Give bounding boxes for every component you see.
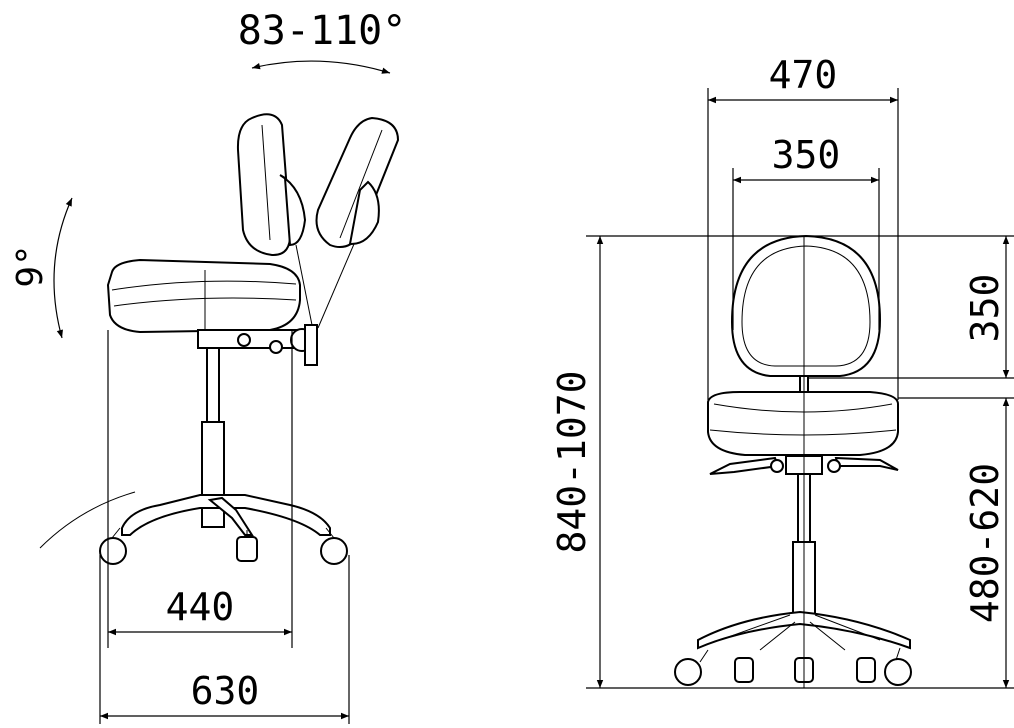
backrest-angle-dimension: 83-110° bbox=[238, 8, 407, 74]
inner-width-dimension: 350 bbox=[732, 133, 880, 330]
seat-height-dimension: 480-620 bbox=[963, 398, 1010, 688]
base-width-dimension: 630 bbox=[99, 555, 350, 724]
front-view: 470 350 840-1070 350 480-620 bbox=[550, 53, 1014, 689]
backrest-height-dimension: 350 bbox=[963, 236, 1010, 378]
outer-width-dimension: 470 bbox=[707, 53, 899, 400]
backrest-angle-label: 83-110° bbox=[238, 8, 407, 54]
seat-tilt-label: 9° bbox=[10, 244, 51, 287]
side-view: 83-110° 9° bbox=[10, 8, 406, 724]
outer-width-label: 470 bbox=[769, 53, 838, 97]
backrest-height-label: 350 bbox=[963, 274, 1007, 343]
base-width-label: 630 bbox=[191, 669, 260, 713]
depth-dimension: 440 bbox=[107, 330, 293, 648]
side-base bbox=[99, 494, 348, 565]
side-backrest-reclined bbox=[315, 116, 400, 329]
seat-tilt-dimension: 9° bbox=[10, 197, 73, 339]
seat-height-label: 480-620 bbox=[963, 463, 1007, 623]
total-height-label: 840-1070 bbox=[550, 370, 594, 553]
total-height-dimension: 840-1070 bbox=[550, 236, 604, 688]
front-seat bbox=[707, 391, 899, 475]
inner-width-label: 350 bbox=[772, 133, 841, 177]
front-base bbox=[674, 610, 912, 686]
depth-label: 440 bbox=[166, 585, 235, 629]
side-seat bbox=[106, 258, 318, 366]
front-backrest bbox=[730, 234, 882, 395]
side-backrest-upright bbox=[236, 113, 314, 331]
